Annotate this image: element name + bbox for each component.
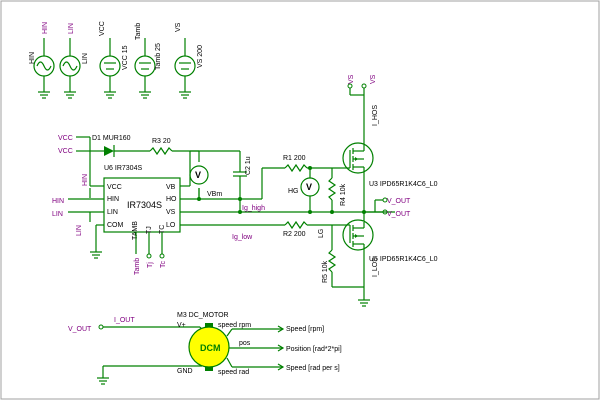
source-vs[interactable]: VS VS 200 [174, 22, 204, 99]
resistor-r1[interactable] [284, 163, 308, 173]
output-speed-rpm: Speed [rpm] [286, 326, 324, 333]
resistor-r2[interactable] [284, 220, 308, 230]
current-probe-ig-high: Ig_high [242, 205, 265, 212]
motor-ref: M3 DC_MOTOR [177, 312, 229, 319]
net-vout-1: V_OUT [387, 198, 411, 205]
resistor-r4[interactable] [327, 177, 337, 201]
mosfet-u5[interactable] [340, 219, 374, 252]
mosfet-u3-label: U3 IPD65R1K4C6_L0 [369, 181, 438, 188]
source-hin-label: HIN [29, 52, 36, 64]
net-hin-up: HIN [82, 174, 89, 186]
capacitor-c2-label: C2 1u [245, 156, 252, 175]
net-vs-1: VS [348, 74, 355, 84]
resistor-r3[interactable] [149, 146, 173, 156]
voltmeter-vbm-label: VBm [207, 191, 222, 198]
mosfet-u3[interactable] [340, 142, 374, 174]
driver-body-label: IR7304S [127, 200, 162, 210]
driver-pin-vs: VS [166, 209, 176, 216]
motor-pin-vplus: V+ [177, 322, 186, 329]
output-speed-rad: Speed [rad per s] [286, 365, 340, 372]
driver-pin-lin: LIN [107, 209, 118, 216]
driver-pin-hin: HIN [107, 196, 119, 203]
driver-pin-lo: LO [166, 222, 176, 229]
net-vcc-1: VCC [58, 135, 73, 142]
svg-text:V: V [195, 170, 201, 180]
net-lin-down: LIN [76, 225, 83, 236]
mosfet-u5-label: U5 IPD65R1K4C6_L0 [369, 256, 438, 263]
resistor-r1-label: R1 200 [283, 155, 306, 162]
resistor-r3-label: R3 20 [152, 138, 171, 145]
net-tj: Tj [147, 262, 154, 268]
net-vs-2: VS [370, 74, 377, 84]
source-tamb[interactable]: Tamb Tamb 25 [134, 23, 162, 99]
driver-pin-vb: VB [166, 184, 176, 191]
resistor-r5-label: R5 10k [322, 260, 329, 283]
resistor-r5[interactable] [327, 249, 337, 273]
source-lin-net: LIN [68, 23, 75, 34]
resistor-r4-label: R4 10k [340, 183, 347, 206]
net-vcc-2: VCC [58, 148, 73, 155]
source-vs-name: VS [175, 22, 182, 32]
net-vout-motor: V_OUT [68, 326, 92, 333]
svg-text:V: V [306, 182, 312, 192]
driver-pin-com: COM [107, 222, 124, 229]
net-lin-in: LIN [52, 211, 63, 218]
source-vcc[interactable]: VCC VCC 15 [99, 21, 129, 99]
source-vs-value: VS 200 [197, 45, 204, 68]
resistor-r2-label: R2 200 [283, 231, 306, 238]
source-lin-label: LIN [82, 53, 89, 64]
motor-pin-speed-rad: speed rad [218, 369, 249, 376]
source-vcc-value: VCC 15 [122, 45, 129, 70]
driver-pin-vcc: VCC [107, 184, 122, 191]
voltmeter-hg-label: HG [288, 188, 299, 195]
current-probe-i-out: I_OUT [114, 317, 135, 324]
driver-pin-tj: TJ [146, 226, 153, 234]
voltmeter-lg-label: LG [318, 229, 325, 238]
voltmeter-hg[interactable]: V [300, 177, 320, 197]
diode-d1-label: D1 MUR160 [92, 135, 131, 142]
motor-pin-speed-rpm: speed rpm [218, 322, 251, 329]
driver-ic-ir7304s[interactable] [103, 177, 181, 233]
driver-pin-ho: HO [166, 196, 177, 203]
current-probe-ig-low: Ig_low [232, 234, 253, 241]
driver-pin-tc: TC [159, 225, 166, 234]
motor-pin-pos: pos [239, 340, 251, 347]
dc-motor-m3[interactable]: DCM [188, 323, 230, 371]
source-tamb-name: Tamb [135, 23, 142, 40]
source-vcc-name: VCC [99, 21, 106, 36]
source-hin[interactable]: HIN HIN [29, 22, 55, 99]
current-probe-i-los: I_LOS [372, 257, 379, 277]
motor-pin-gnd: GND [177, 368, 193, 375]
source-lin[interactable]: LIN LIN [59, 23, 89, 99]
output-position: Position [rad*2*pi] [286, 346, 342, 353]
net-vout-2: V_OUT [387, 211, 411, 218]
source-tamb-value: Tamb 25 [155, 43, 162, 70]
diode-d1[interactable] [104, 145, 115, 157]
net-hin-in: HIN [52, 198, 64, 205]
motor-body-label: DCM [200, 343, 221, 353]
net-tc: Tc [160, 261, 167, 269]
voltmeter-vbm[interactable]: V [189, 165, 209, 185]
driver-pin-tamb: TAMB [132, 221, 139, 240]
net-tamb: Tamb [134, 258, 141, 275]
current-probe-i-hos: I_HOS [372, 105, 379, 126]
source-hin-net: HIN [42, 22, 49, 34]
driver-ref: U6 IR7304S [104, 165, 142, 172]
